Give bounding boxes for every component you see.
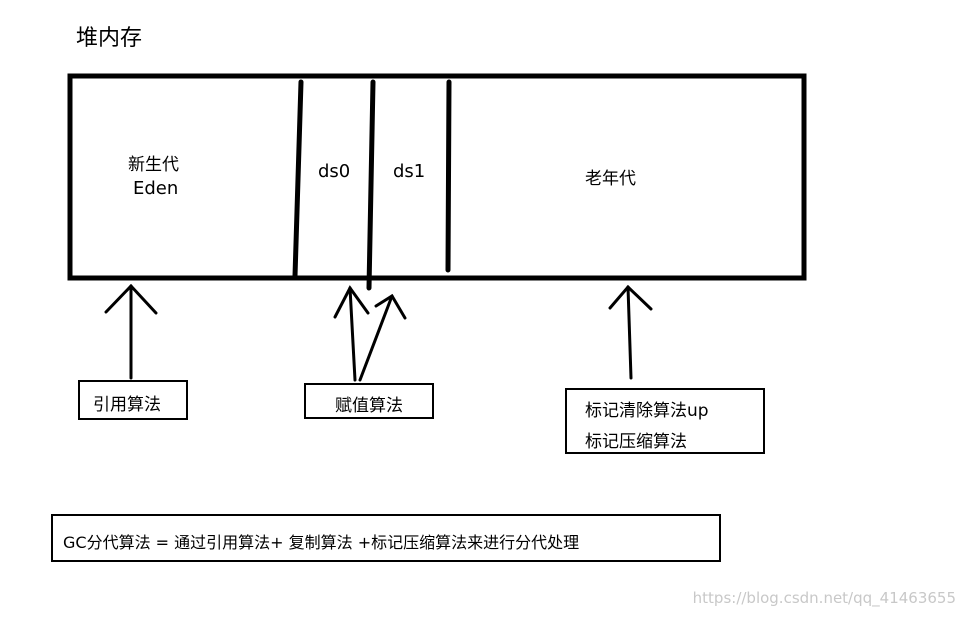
- copy-algorithm-box: 赋值算法: [304, 383, 434, 419]
- s0-label: ds0: [318, 161, 351, 182]
- ref-algorithm-box: 引用算法: [78, 380, 188, 420]
- eden-label-line2: Eden: [133, 178, 179, 199]
- arrow-mark: [608, 284, 653, 380]
- copy-algorithm-label: 赋值算法: [335, 396, 403, 416]
- arrow-copy: [333, 285, 407, 382]
- divider-s1-old: [445, 79, 452, 273]
- divider-eden-s0: [292, 79, 304, 279]
- ref-algorithm-label: 引用算法: [93, 395, 161, 415]
- s1-label: ds1: [393, 161, 426, 182]
- old-gen-label: 老年代: [585, 169, 636, 189]
- eden-label-line1: 新生代: [128, 155, 179, 175]
- mark-compact-label: 标记压缩算法: [585, 432, 687, 452]
- summary-box: GC分代算法 = 通过引用算法+ 复制算法 +标记压缩算法来进行分代处理: [51, 514, 721, 562]
- watermark: https://blog.csdn.net/qq_41463655: [692, 589, 956, 607]
- page-title: 堆内存: [76, 26, 143, 51]
- mark-sweep-label: 标记清除算法up: [585, 401, 709, 421]
- heap-rect: [67, 73, 807, 281]
- summary-text: GC分代算法 = 通过引用算法+ 复制算法 +标记压缩算法来进行分代处理: [63, 533, 580, 552]
- divider-s0-s1: [366, 79, 376, 291]
- arrow-ref: [104, 283, 158, 380]
- mark-algorithm-box: 标记清除算法up 标记压缩算法: [565, 388, 765, 454]
